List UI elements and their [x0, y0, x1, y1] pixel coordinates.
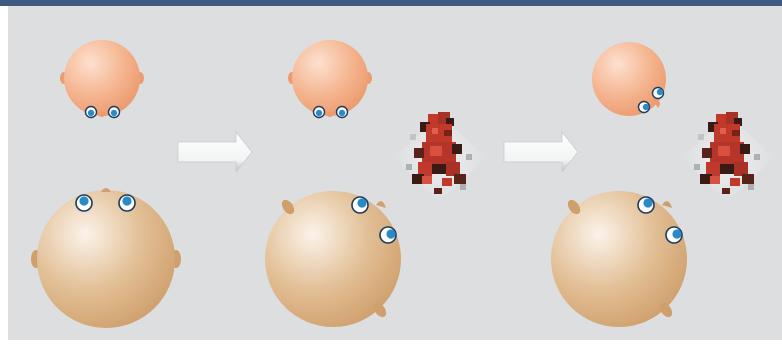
eye-icon [75, 194, 93, 212]
eye-icon [335, 105, 349, 119]
small-head-icon [60, 40, 144, 119]
eye-icon [665, 226, 683, 244]
eye-icon [637, 100, 651, 114]
small-head-icon [288, 40, 372, 119]
eye-icon [84, 105, 98, 119]
right-arrow-icon [177, 130, 253, 174]
eye-icon [651, 86, 665, 100]
eye-icon [351, 196, 369, 214]
header-stripe [0, 0, 782, 6]
eye-icon [118, 194, 136, 212]
small-head-icon [592, 42, 666, 116]
large-head-icon [551, 191, 687, 327]
eye-icon [107, 105, 121, 119]
eye-icon [637, 196, 655, 214]
large-head-icon [265, 191, 401, 327]
right-arrow-icon [503, 130, 579, 174]
eye-icon [379, 226, 397, 244]
stage-1 [31, 40, 181, 328]
eye-icon [312, 105, 326, 119]
stage-3 [551, 42, 774, 327]
large-head-icon [31, 188, 181, 328]
stage-2 [265, 40, 486, 327]
